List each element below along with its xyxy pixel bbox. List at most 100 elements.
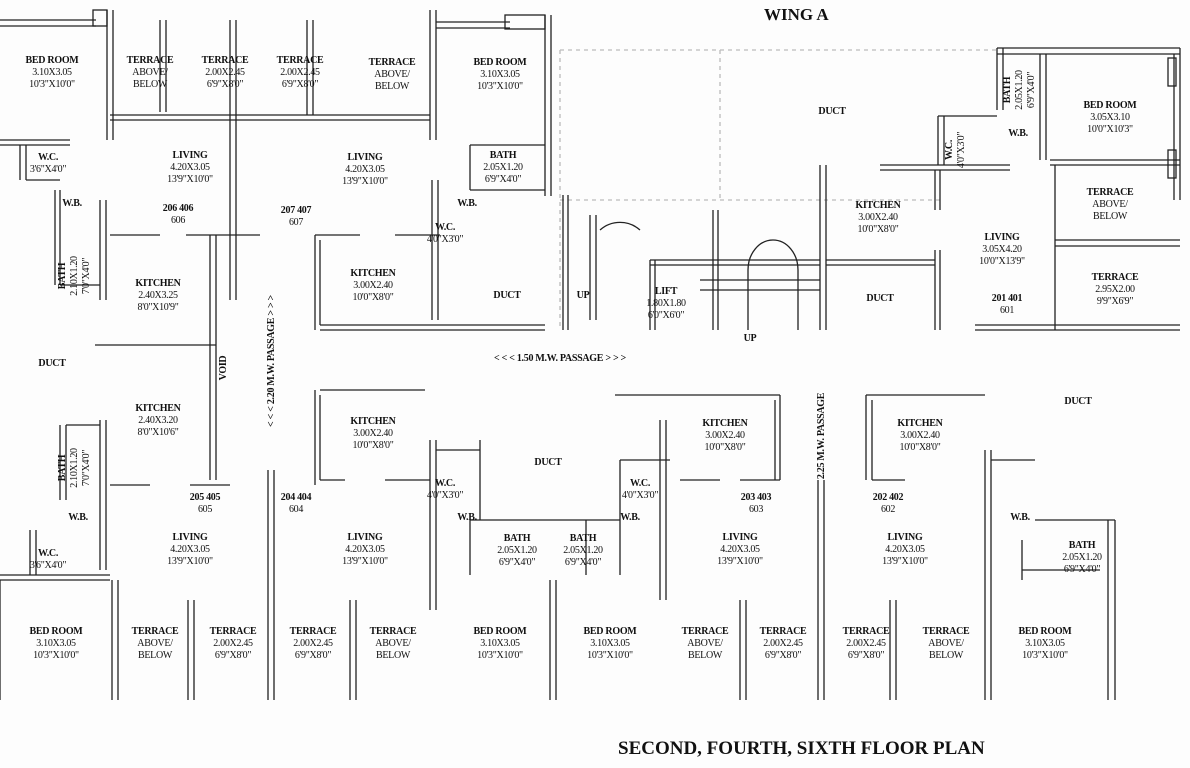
room-name: W.B. [62, 198, 82, 209]
duct-outline [559, 49, 1000, 330]
room-dimension: 2.05X1.20 [497, 545, 537, 556]
room-dimension: 6'9"X4'0" [484, 174, 522, 185]
room-dimension: 6'9"X8'0" [281, 79, 319, 90]
room-name: BED ROOM [473, 626, 527, 637]
room-dimension: 3.00X2.40 [353, 280, 393, 291]
room-name: DUCT [38, 358, 66, 369]
room-name: TERRACE [842, 626, 890, 637]
room-name: TERRACE [276, 55, 324, 66]
room-dimension: 6'9"X4'0" [1063, 564, 1101, 575]
room-dimension: 7'0"X4'0" [81, 257, 92, 295]
room-dimension: 604 [288, 504, 304, 515]
room-name: 2.25 M.W. PASSAGE [816, 392, 827, 480]
room-name: TERRACE [1091, 272, 1139, 283]
room-dimension: 2.00X2.45 [293, 638, 333, 649]
room-dimension: ABOVE/ [375, 638, 411, 649]
room-dimension: 6'9"X8'0" [214, 650, 252, 661]
room-name: BED ROOM [1083, 100, 1137, 111]
room-dimension: 10'3"X10'0" [587, 650, 633, 661]
room-dimension: BELOW [137, 650, 173, 661]
room-name: 205 405 [189, 492, 221, 503]
room-dimension: 2.00X2.45 [213, 638, 253, 649]
room-name: W.C. [434, 222, 456, 233]
room-name: KITCHEN [135, 278, 181, 289]
room-name: KITCHEN [855, 200, 901, 211]
room-dimension: BELOW [374, 81, 410, 92]
room-name: W.B. [1010, 512, 1030, 523]
plan-title: SECOND, FOURTH, SIXTH FLOOR PLAN [618, 738, 985, 759]
room-dimension: 3.10X3.05 [480, 69, 520, 80]
room-name: W.C. [944, 139, 955, 161]
room-dimension: 3.10X3.05 [36, 638, 76, 649]
room-dimension: 10'3"X10'0" [33, 650, 79, 661]
room-name: BED ROOM [583, 626, 637, 637]
room-name: W.C. [37, 548, 59, 559]
room-name: TERRACE [289, 626, 337, 637]
room-name: DUCT [1064, 396, 1092, 407]
room-label-w-b: W.B. [68, 512, 88, 524]
room-dimension: 606 [170, 215, 186, 226]
room-name: BATH [503, 533, 531, 544]
room-dimension: 10'3"X10'0" [477, 81, 523, 92]
room-dimension: 3.10X3.05 [32, 67, 72, 78]
room-dimension: 4.20X3.05 [345, 164, 385, 175]
room-dimension: 4'0"X3'0" [426, 234, 464, 245]
room-dimension: 13'9"X10'0" [342, 556, 388, 567]
room-name: TERRACE [681, 626, 729, 637]
room-name: TERRACE [759, 626, 807, 637]
room-dimension: 607 [288, 217, 304, 228]
room-label-w-b: W.B. [1010, 512, 1030, 524]
wing-title: WING A [764, 5, 829, 24]
room-dimension: 10'0"X10'3" [1087, 124, 1133, 135]
room-name: W.B. [457, 198, 477, 209]
room-name: DUCT [534, 457, 562, 468]
room-label-2-20-m-w-passage: < < < 2.20 M.W. PASSAGE > > > [266, 295, 278, 427]
room-label-w-c: W.C.3'6"X4'0" [30, 548, 67, 572]
room-dimension: 2.40X3.20 [138, 415, 178, 426]
room-dimension: 10'0"X8'0" [704, 442, 746, 453]
room-dimension: 3.00X2.40 [705, 430, 745, 441]
room-label-w-c: W.C.4'0"X3'0" [622, 478, 659, 502]
room-name: BATH [1002, 76, 1013, 104]
room-dimension: 13'9"X10'0" [717, 556, 763, 567]
room-name: LIFT [654, 286, 678, 297]
room-name: 202 402 [872, 492, 904, 503]
room-name: W.B. [68, 512, 88, 523]
room-dimension: 9'9"X6'9" [1096, 296, 1134, 307]
room-name: DUCT [866, 293, 894, 304]
room-name: BED ROOM [29, 626, 83, 637]
room-dimension: 2.40X3.25 [138, 290, 178, 301]
room-dimension: 2.05X1.20 [483, 162, 523, 173]
room-name: 201 401 [991, 293, 1023, 304]
room-dimension: 6'9"X4'0" [498, 557, 536, 568]
room-dimension: 10'3"X10'0" [29, 79, 75, 90]
room-dimension: 6'0"X6'0" [647, 310, 685, 321]
room-dimension: 8'0"X10'6" [137, 427, 179, 438]
room-name: BATH [489, 150, 517, 161]
room-name: LIVING [984, 232, 1020, 243]
room-dimension: 10'0"X8'0" [352, 440, 394, 451]
room-dimension: 3.05X3.10 [1090, 112, 1130, 123]
